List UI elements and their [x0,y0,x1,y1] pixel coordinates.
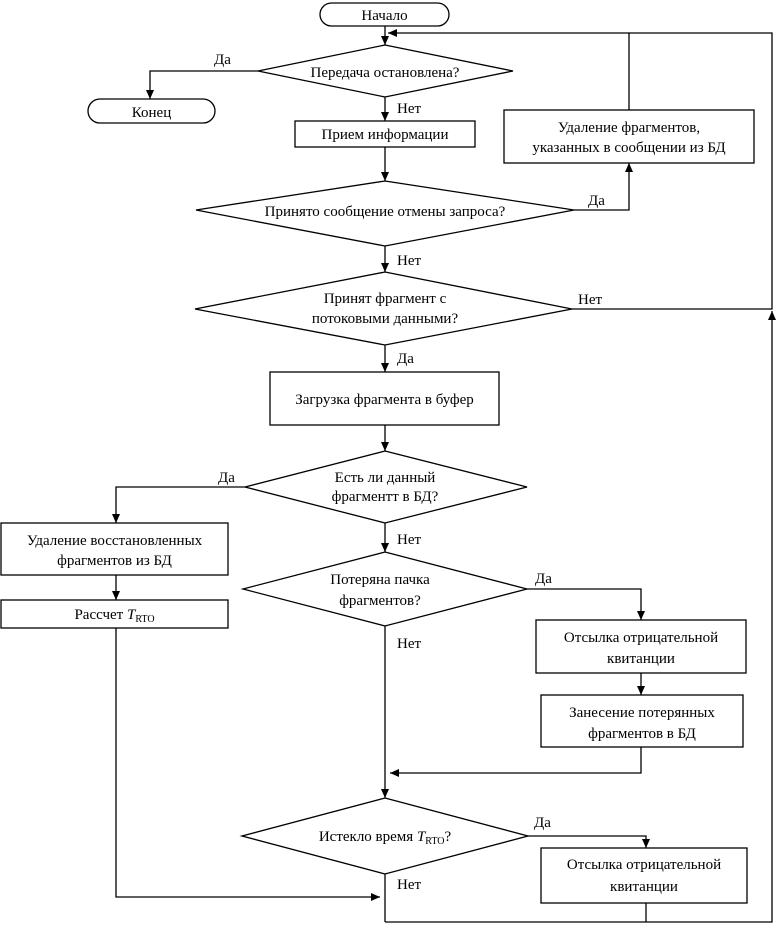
label-no-timeout: Нет [397,877,421,893]
process-nack-2-line2: квитанции [610,879,678,895]
label-no-fragment: Нет [578,292,602,308]
calc-text-main: Рассчет [74,607,127,623]
timeout-text-sub: RTO [425,836,444,847]
line-fragment-no-to-loop [572,32,773,310]
decision-in-db-line2: фрагментт в БД? [332,489,439,505]
connectors [112,26,776,923]
arrow-indb-yes-to-delete-restored [112,486,245,523]
process-calc-rto: Рассчет TRTO [0,599,229,629]
label-yes-indb: Да [218,470,235,486]
calc-text-sub: RTO [135,614,154,625]
process-nack-1-line2: квитанции [607,651,675,667]
terminator-start: Начало [319,2,450,27]
process-nack-2-line1: Отсылка отрицательной [567,857,721,873]
process-receive-text: Прием информации [322,127,449,143]
terminator-end: Конец [87,98,216,124]
label-no-indb: Нет [397,532,421,548]
decision-lost-line2: фрагментов? [339,593,421,609]
label-no-transfer: Нет [397,101,421,117]
decision-transfer-stopped-text: Передача остановлена? [311,65,460,81]
decision-lost-batch: Потеряна пачка фрагментов? [240,551,530,627]
process-save-lost-line1: Занесение потерянных [569,705,715,721]
decision-timeout: Истекло время TRTO? [239,797,531,875]
label-no-cancel: Нет [397,253,421,269]
process-load-buffer-text: Загрузка фрагмента в буфер [295,392,474,408]
decision-fragment-line2: потоковыми данными? [312,311,459,327]
arrow-lost-yes-to-nack1 [527,588,645,620]
branch-labels: Да Нет Да Нет Нет Да Да Нет Да Нет Да Не… [214,52,605,893]
arrow-calc-to-join [115,628,380,901]
process-delete-restored-line1: Удаление восстановленных [27,533,203,549]
calc-text-T: T [127,607,137,623]
decision-cancel-received-text: Принято сообщение отмены запроса? [265,204,506,220]
process-nack-1: Отсылка отрицательной квитанции [535,619,747,674]
decision-in-db-line1: Есть ли данный [335,470,436,486]
decision-lost-line1: Потеряна пачка [330,572,430,588]
process-nack-2: Отсылка отрицательной квитанции [540,847,748,904]
timeout-text-main: Истекло время [319,829,417,845]
label-yes-lost: Да [535,571,552,587]
label-yes-transfer: Да [214,52,231,68]
arrow-transfer-yes-to-end [146,70,258,99]
decision-fragment-received: Принят фрагмент с потоковыми данными? [194,271,573,346]
process-delete-cancelled-line1: Удаление фрагментов, [558,120,700,136]
timeout-text-q: ? [445,829,452,845]
arrow-bottom-to-loop [385,311,776,923]
label-yes-cancel: Да [588,193,605,209]
label-yes-timeout: Да [534,815,551,831]
process-save-lost-line2: фрагментов в БД [588,726,696,742]
end-label: Конец [132,105,171,121]
arrow-cancel-yes-to-delete [574,163,633,211]
process-delete-restored-line2: фрагментов из БД [57,553,172,569]
process-nack-1-line1: Отсылка отрицательной [564,630,718,646]
process-delete-restored: Удаление восстановленных фрагментов из Б… [0,522,229,576]
label-no-lost: Нет [397,636,421,652]
process-receive: Прием информации [294,120,476,148]
label-yes-fragment: Да [397,351,414,367]
process-delete-cancelled-line2: указанных в сообщении из БД [532,140,725,156]
start-label: Начало [361,8,407,24]
process-calc-rto-text: Рассчет TRTO [74,607,154,625]
decision-in-db: Есть ли данный фрагментт в БД? [244,450,528,524]
process-delete-cancelled: Удаление фрагментов, указанных в сообщен… [503,109,755,164]
decision-transfer-stopped: Передача остановлена? [257,44,514,98]
decision-timeout-text: Истекло время TRTO? [319,829,452,847]
arrow-timeout-yes-to-nack2 [528,835,650,848]
decision-fragment-line1: Принят фрагмент с [324,291,447,307]
decision-cancel-received: Принято сообщение отмены запроса? [195,180,575,247]
timeout-text-T: T [417,829,427,845]
process-load-buffer: Загрузка фрагмента в буфер [269,371,500,426]
arrow-save-to-merge [390,747,642,777]
process-save-lost: Занесение потерянных фрагментов в БД [540,694,744,748]
